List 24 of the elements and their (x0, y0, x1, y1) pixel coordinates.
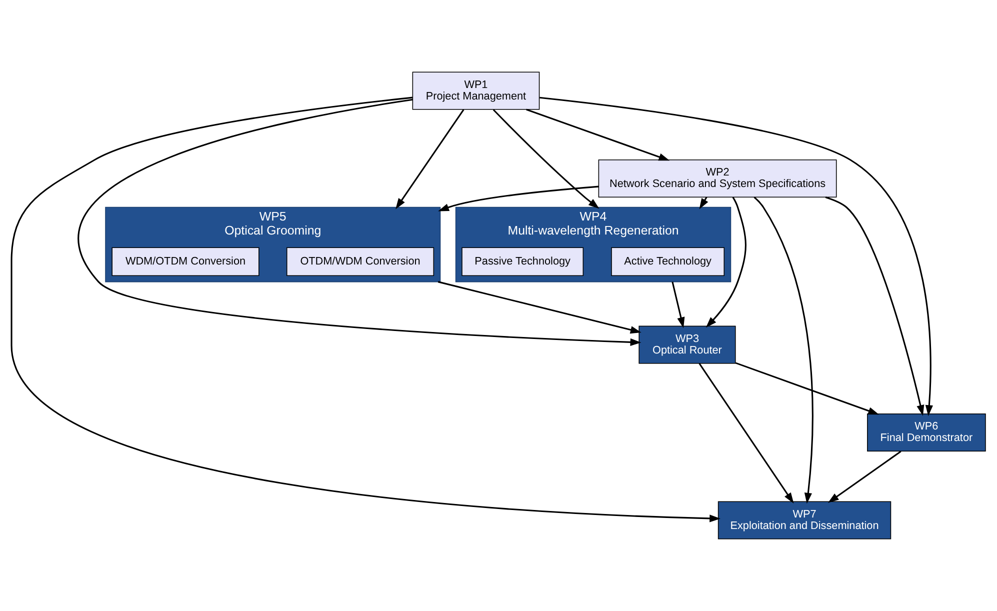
arrow (754, 196, 814, 504)
arrow (735, 362, 880, 415)
arrow (672, 282, 685, 328)
arrow (828, 450, 902, 503)
node-box: WP7 Exploitation and Dissemination (718, 501, 892, 540)
node-box: WP3 Optical Router (638, 326, 736, 364)
node-box: WP1 Project Management (412, 72, 540, 110)
node-box: WDM/OTDM Conversion (112, 247, 260, 276)
arrow (438, 186, 599, 212)
arrow (706, 196, 746, 328)
arrow (78, 98, 642, 346)
node-box: WP2 Network Scenario and System Specifications (598, 159, 837, 198)
node-box: Passive Technology (462, 247, 584, 276)
node-box: Active Technology (611, 247, 725, 276)
arrow (10, 96, 720, 522)
node-box: OTDM/WDM Conversion (286, 247, 434, 276)
arrow (698, 363, 794, 504)
arrow (492, 109, 600, 209)
arrow (396, 109, 464, 210)
arrow (438, 281, 642, 334)
arrow (825, 196, 924, 416)
node-box: WP6 Final Demonstrator (867, 413, 986, 452)
arrow (540, 96, 933, 416)
arrow (526, 108, 670, 161)
